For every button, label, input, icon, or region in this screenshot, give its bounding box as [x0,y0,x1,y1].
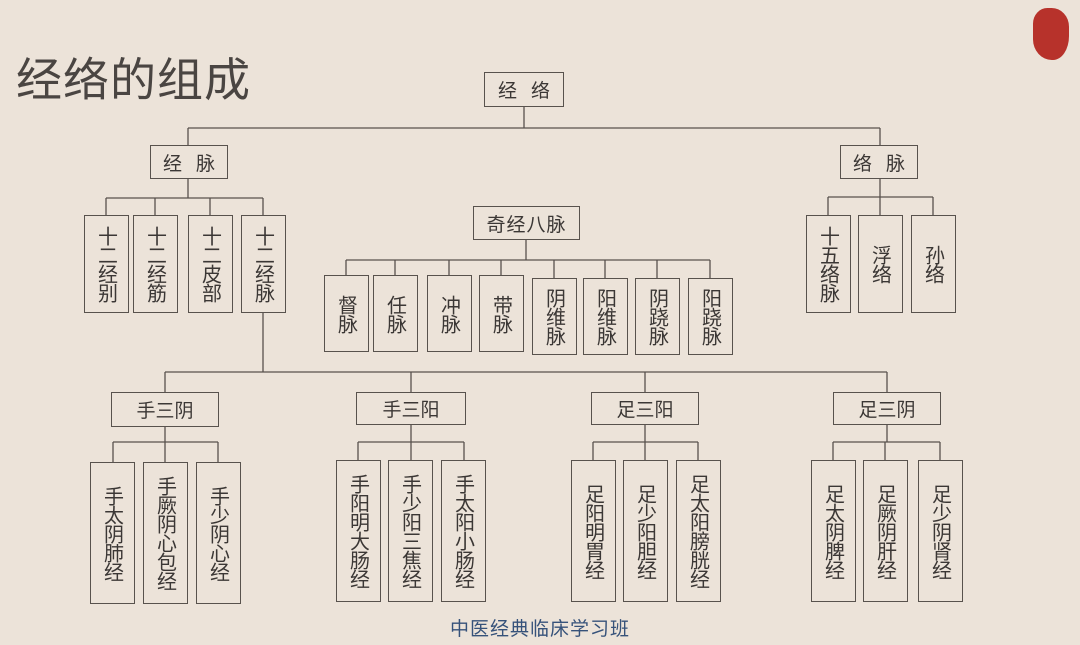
node-zu-shaoyin-shenjing: 足少阴肾经 [918,460,963,602]
node-shier-jingbie: 十二经别 [84,215,129,313]
node-shier-jingmai: 十二经脉 [241,215,286,313]
node-zu-shaoyang-danjing: 足少阳胆经 [623,460,668,602]
node-fuluo: 浮络 [858,215,903,313]
node-dumai: 督脉 [324,275,369,352]
node-zu-jueyin-ganjing: 足厥阴肝经 [863,460,908,602]
node-yangqiaomai: 阳跷脉 [688,278,733,355]
node-shou-taiyin-feijing: 手太阴肺经 [90,462,135,604]
seal-logo [1033,8,1069,60]
node-shier-pibu: 十二皮部 [188,215,233,313]
node-jingluo: 经 络 [484,72,564,107]
node-shou-jueyin-xinbaojing: 手厥阴心包经 [143,462,188,604]
node-shou-sanyang: 手三阳 [356,392,466,425]
node-shou-taiyang-xiaochangjing: 手太阳小肠经 [441,460,486,602]
node-daimai: 带脉 [479,275,524,352]
node-zu-sanyin: 足三阴 [833,392,941,425]
node-yinweimai: 阴维脉 [532,278,577,355]
node-zu-yangming-weijing: 足阳明胃经 [571,460,616,602]
node-renmai: 任脉 [373,275,418,352]
node-yinqiaomai: 阴跷脉 [635,278,680,355]
page-title: 经络的组成 [16,53,251,107]
node-shier-jingjin: 十二经筋 [133,215,178,313]
node-zu-sanyang: 足三阳 [591,392,699,425]
footer-caption: 中医经典临床学习班 [449,618,630,640]
node-shiwu-luomai: 十五络脉 [806,215,851,313]
node-zu-taiyin-pijing: 足太阴脾经 [811,460,856,602]
node-yangweimai: 阳维脉 [583,278,628,355]
node-sunluo: 孙络 [911,215,956,313]
node-shou-shaoyang-sanjiaojing: 手少阳三焦经 [388,460,433,602]
node-jingmai: 经 脉 [150,145,228,179]
node-shou-sanyin: 手三阴 [111,392,219,427]
node-luomai: 络 脉 [840,145,918,179]
node-qijing-bamai: 奇经八脉 [473,206,580,240]
node-shou-shaoyin-xinjing: 手少阴心经 [196,462,241,604]
node-shou-yangming-dachangjing: 手阳明大肠经 [336,460,381,602]
node-chongmai: 冲脉 [427,275,472,352]
node-zu-taiyang-pangguangjing: 足太阳膀胱经 [676,460,721,602]
